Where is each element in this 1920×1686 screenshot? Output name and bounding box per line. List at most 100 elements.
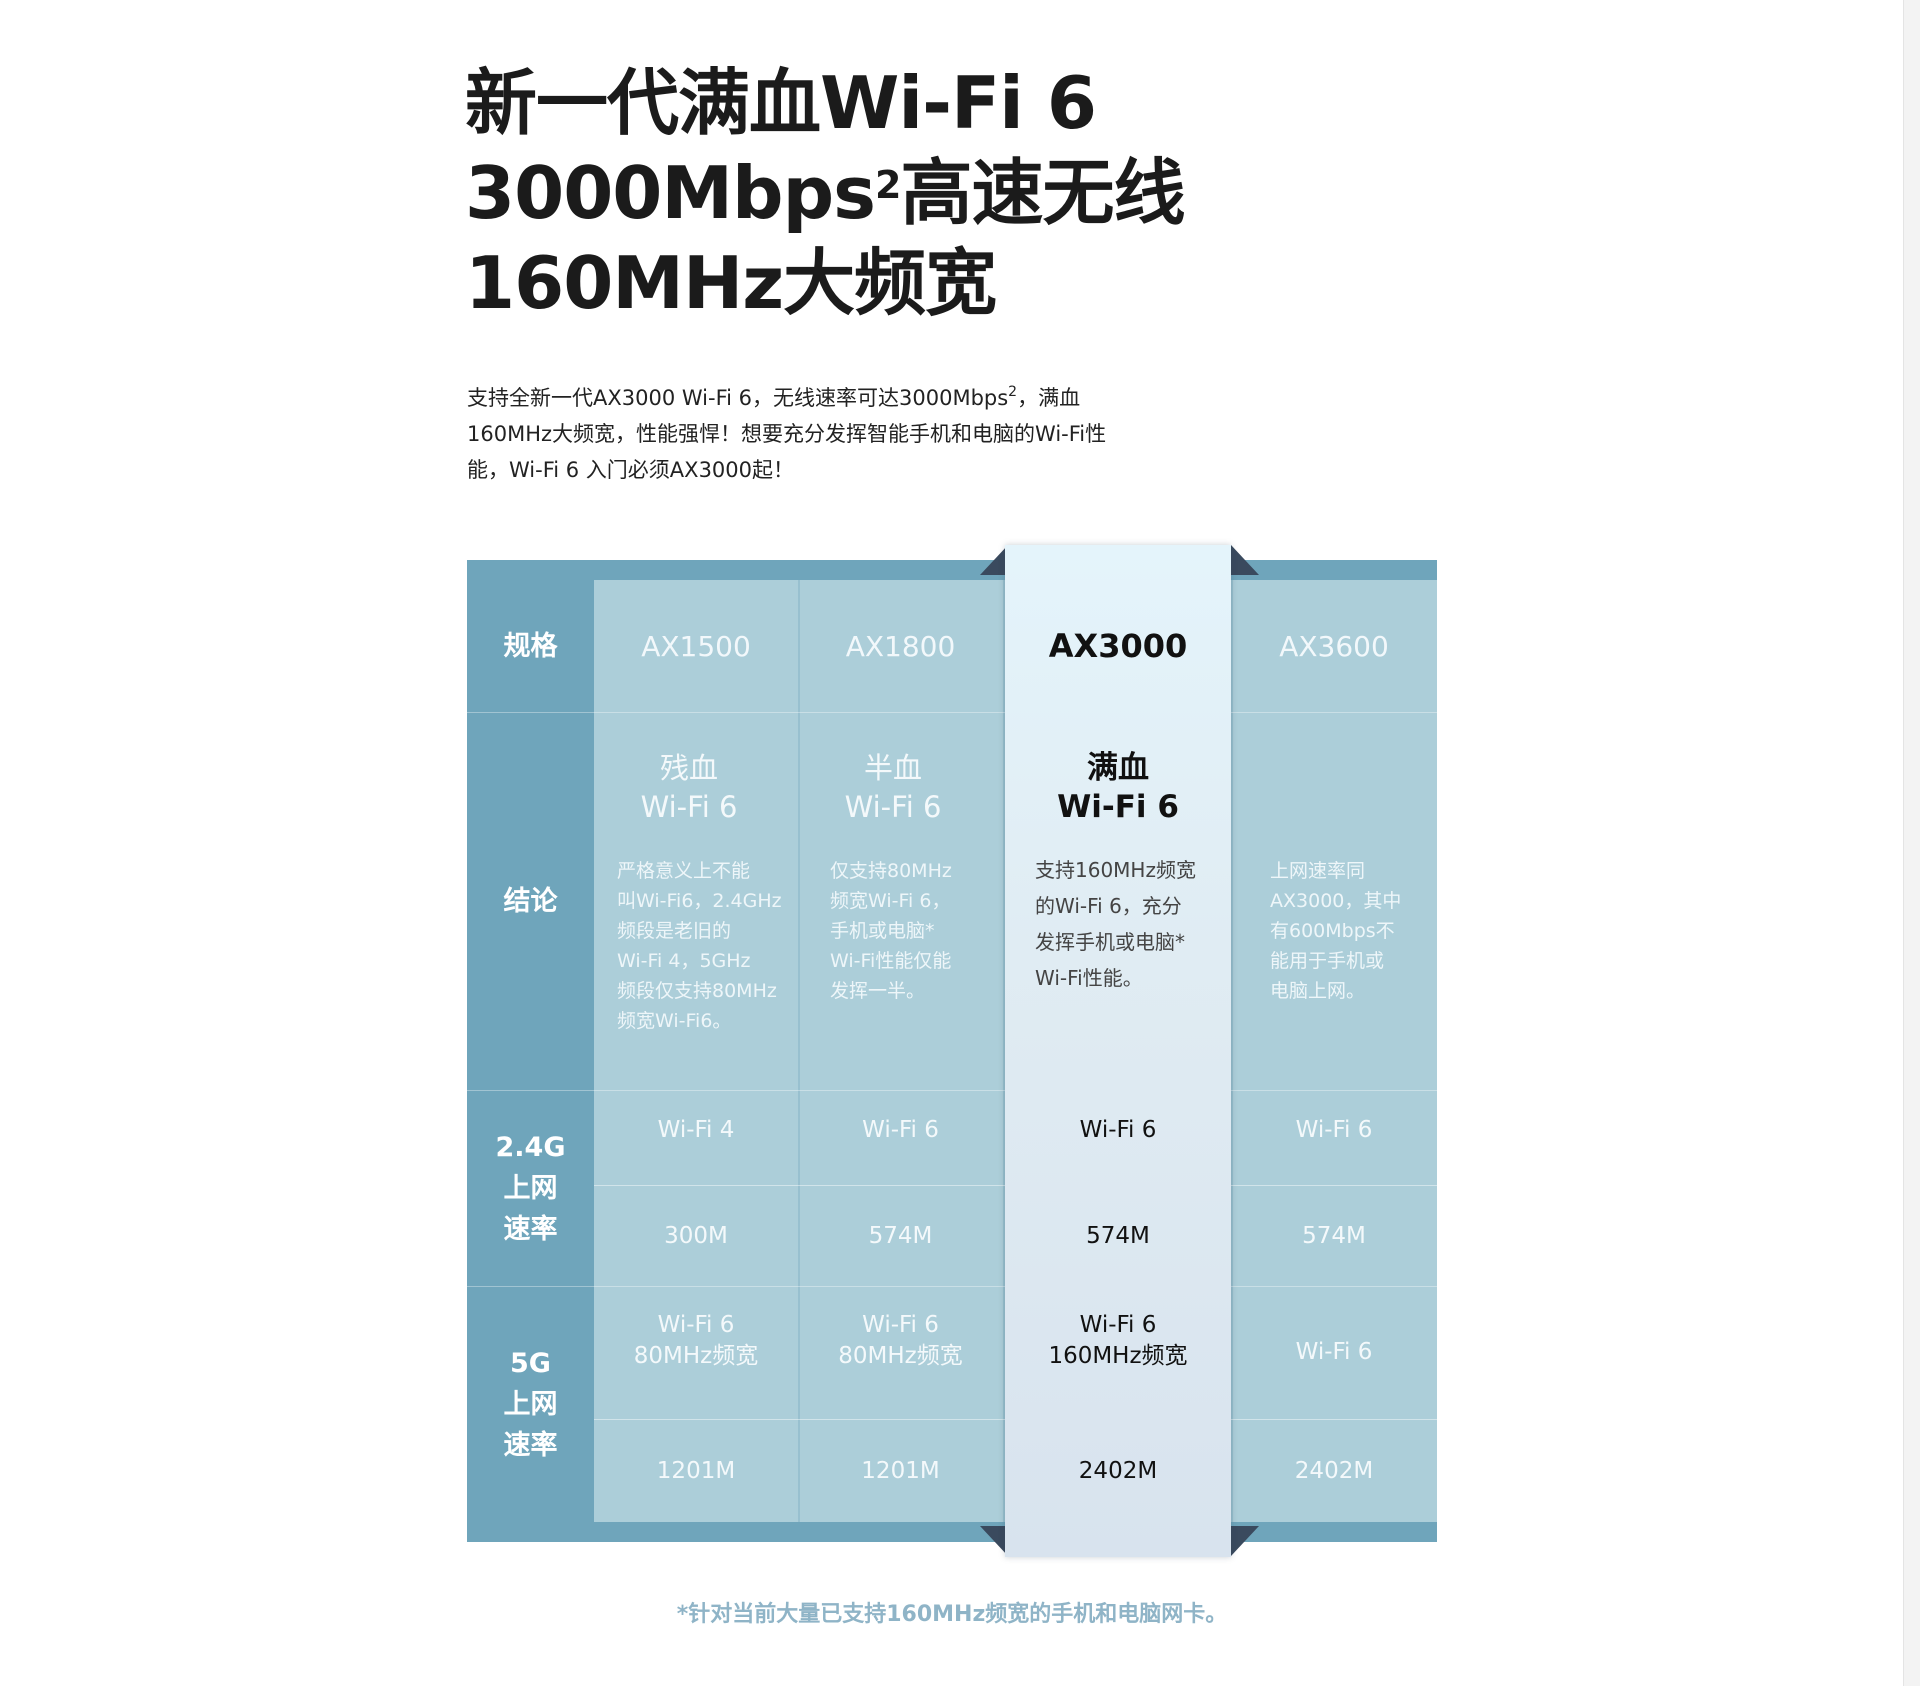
verdict-title-line: Wi-Fi 6 <box>844 790 942 824</box>
verdict-desc-line: 仅支持80MHz <box>830 860 952 882</box>
row-divider <box>467 712 1437 713</box>
highlight-corner <box>1231 1526 1259 1556</box>
cell-value: Wi-Fi 6 <box>862 1312 939 1338</box>
verdict-desc-line: Wi-Fi性能。 <box>1035 966 1143 990</box>
verdict-desc-ax1800: 仅支持80MHz 频宽Wi-Fi 6， 手机或电脑* Wi-Fi性能仅能 发挥一… <box>830 856 995 1006</box>
row-header-5g: 5G 上网 速率 <box>467 1286 594 1522</box>
verdict-desc-line: 严格意义上不能 <box>617 860 751 882</box>
headline: 新一代满血Wi-Fi 6 3000Mbps2高速无线 160MHz大频宽 <box>465 58 1185 328</box>
highlight-column-ax3000 <box>1005 545 1231 1557</box>
verdict-title-line: 半血 <box>863 751 922 785</box>
verdict-desc-line: 上网速率同 <box>1270 860 1366 882</box>
g24-rate-ax3600: 574M <box>1231 1186 1437 1286</box>
g24-standard-ax3600: Wi-Fi 6 <box>1231 1090 1437 1170</box>
cell-value: Wi-Fi 6 <box>1295 1116 1373 1143</box>
cell-value: Wi-Fi 6 <box>657 1312 735 1338</box>
verdict-desc-line: 叫Wi-Fi6，2.4GHz <box>617 890 782 912</box>
row-header-spec: 规格 <box>467 580 594 712</box>
highlight-corner <box>1231 545 1259 575</box>
cell-value: Wi-Fi 6 <box>1079 1312 1157 1338</box>
verdict-desc-line: 频段是老旧的 <box>617 920 732 942</box>
verdict-desc-line: 有600Mbps不 <box>1270 920 1395 942</box>
cell-value: 160MHz频宽 <box>1048 1343 1188 1369</box>
cell-value: 2402M <box>1078 1457 1158 1484</box>
g5-standard-ax1500: Wi-Fi 6 80MHz频宽 <box>594 1286 798 1396</box>
headline-line-1: 新一代满血Wi-Fi 6 <box>465 61 1097 145</box>
scrollbar[interactable] <box>1903 0 1920 1686</box>
column-header-label: AX1500 <box>641 629 751 663</box>
row-divider <box>467 1286 1437 1287</box>
intro-footnote-mark: 2 <box>1008 384 1018 400</box>
cell-value: Wi-Fi 4 <box>657 1116 735 1143</box>
verdict-desc-line: AX3000，其中 <box>1270 890 1402 912</box>
verdict-desc-line: 频宽Wi-Fi6。 <box>617 1010 732 1032</box>
footnote: *针对当前大量已支持160MHz频宽的手机和电脑网卡。 <box>676 1602 1228 1627</box>
cell-value: Wi-Fi 6 <box>1079 1116 1157 1143</box>
cell-value: 80MHz频宽 <box>838 1343 963 1369</box>
g5-rate-ax3600: 2402M <box>1231 1420 1437 1522</box>
intro-part-2: ，满血160MHz大频宽，性能强悍！想要充分发挥智能手机和电脑的Wi-Fi性能，… <box>467 386 1107 482</box>
g5-standard-ax3000: Wi-Fi 6 160MHz频宽 <box>1005 1286 1231 1396</box>
intro-paragraph: 支持全新一代AX3000 Wi-Fi 6，无线速率可达3000Mbps2，满血1… <box>467 380 1117 488</box>
verdict-desc-line: 能用于手机或 <box>1270 950 1385 972</box>
g5-rate-ax3000: 2402M <box>1005 1420 1231 1522</box>
row-divider <box>467 1090 1437 1091</box>
column-divider <box>798 580 800 1522</box>
verdict-title-ax3000: 满血 Wi-Fi 6 <box>1005 746 1231 830</box>
verdict-desc-line: 电脑上网。 <box>1270 980 1366 1002</box>
cell-value: 1201M <box>861 1457 940 1484</box>
column-divider <box>1231 580 1233 1522</box>
g24-rate-ax1500: 300M <box>594 1186 798 1286</box>
highlight-corner <box>980 1526 1008 1556</box>
verdict-desc-line: Wi-Fi性能仅能 <box>830 950 952 972</box>
verdict-desc-line: 频段仅支持80MHz <box>617 980 777 1002</box>
row-header-5g-line: 上网 <box>503 1388 558 1420</box>
g5-rate-ax1800: 1201M <box>798 1420 1003 1522</box>
g5-standard-ax1800: Wi-Fi 6 80MHz频宽 <box>798 1286 1003 1396</box>
row-header-2g4: 2.4G 上网 速率 <box>467 1090 594 1286</box>
verdict-title-ax1500: 残血 Wi-Fi 6 <box>594 748 784 828</box>
row-header-verdict-label: 结论 <box>503 885 558 917</box>
headline-line-2: 3000Mbps2高速无线 <box>465 151 1185 235</box>
column-header-ax3000: AX3000 <box>1005 580 1231 712</box>
verdict-title-line: 满血 <box>1087 750 1149 786</box>
column-header-ax1500: AX1500 <box>594 580 798 712</box>
column-divider <box>1003 580 1005 1522</box>
verdict-title-line: Wi-Fi 6 <box>640 790 738 824</box>
highlight-corner <box>980 545 1008 575</box>
row-header-2g4-line: 速率 <box>503 1213 558 1245</box>
verdict-desc-line: 频宽Wi-Fi 6， <box>830 890 951 912</box>
cell-value: 1201M <box>656 1457 736 1484</box>
verdict-desc-line: 发挥一半。 <box>830 980 926 1002</box>
column-header-label: AX3000 <box>1048 627 1188 665</box>
g5-standard-ax3600: Wi-Fi 6 <box>1231 1286 1437 1418</box>
verdict-desc-ax1500: 严格意义上不能 叫Wi-Fi6，2.4GHz 频段是老旧的 Wi-Fi 4，5G… <box>617 856 792 1036</box>
headline-wireless: 高速无线 <box>900 151 1185 235</box>
verdict-desc-line: 手机或电脑* <box>830 920 935 942</box>
column-header-label: AX3600 <box>1279 629 1389 663</box>
verdict-title-line: Wi-Fi 6 <box>1057 789 1179 825</box>
comparison-table: 规格 结论 2.4G 上网 速率 5G 上网 速率 AX1500 AX1800 … <box>467 545 1437 1557</box>
column-header-ax3600: AX3600 <box>1231 580 1437 712</box>
cell-value: 80MHz频宽 <box>633 1343 759 1369</box>
row-header-2g4-line: 上网 <box>503 1172 558 1204</box>
cell-value: 574M <box>868 1222 933 1249</box>
verdict-desc-line: Wi-Fi 4，5GHz <box>617 950 751 972</box>
verdict-desc-line: 发挥手机或电脑* <box>1035 930 1185 954</box>
row-header-spec-label: 规格 <box>503 630 558 662</box>
cell-value: 2402M <box>1294 1457 1374 1484</box>
intro-part-1: 支持全新一代AX3000 Wi-Fi 6，无线速率可达3000Mbps <box>467 386 1009 410</box>
row-header-5g-line: 速率 <box>503 1429 558 1461</box>
row-header-2g4-line: 2.4G <box>495 1131 566 1163</box>
verdict-title-line: 残血 <box>659 751 718 785</box>
cell-value: Wi-Fi 6 <box>1295 1338 1373 1365</box>
g24-standard-ax3000: Wi-Fi 6 <box>1005 1090 1231 1170</box>
headline-line-3: 160MHz大频宽 <box>465 241 997 325</box>
g24-rate-ax1800: 574M <box>798 1186 1003 1286</box>
row-header-5g-line: 5G <box>510 1347 551 1379</box>
verdict-desc-line: 的Wi-Fi 6，充分 <box>1035 894 1182 918</box>
column-header-ax1800: AX1800 <box>798 580 1003 712</box>
headline-speed: 3000Mbps <box>465 151 876 235</box>
cell-value: 574M <box>1302 1222 1366 1249</box>
cell-value: Wi-Fi 6 <box>862 1116 939 1143</box>
